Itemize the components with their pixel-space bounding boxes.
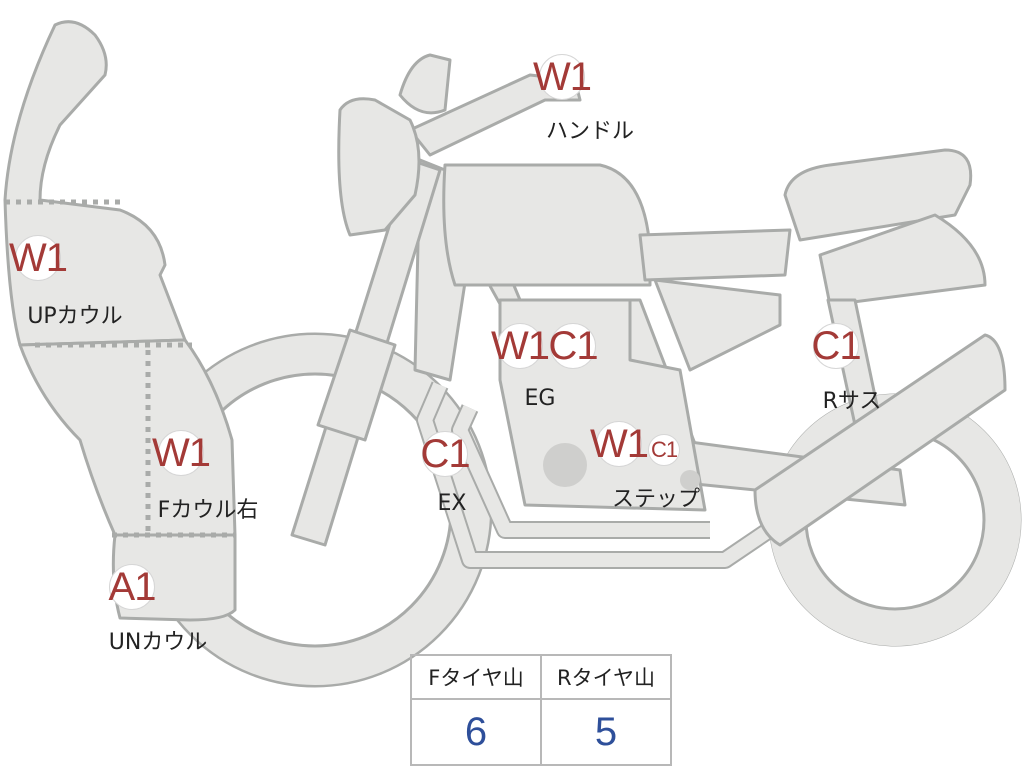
tail-cowl: [818, 213, 987, 307]
marker-handlebar: W1: [533, 54, 592, 100]
label-front-cowl-right: Fカウル右: [157, 498, 259, 523]
marker-engine-c1: C1: [548, 323, 599, 369]
marker-engine-w1-code: W1: [491, 324, 550, 368]
rear-tire-tread-value: 5: [540, 698, 672, 766]
marker-upper-cowl: W1: [9, 235, 68, 281]
footpeg-mount: [680, 470, 700, 490]
tire-tread-value-row: 6 5: [410, 698, 672, 766]
label-step: ステップ: [611, 487, 701, 512]
marker-step-c1-code: C1: [650, 437, 678, 462]
headlight: [337, 97, 421, 237]
marker-exhaust-code: C1: [420, 432, 470, 476]
rear-tire-tread-header: Rタイヤ山: [540, 654, 672, 700]
marker-under-cowl: A1: [108, 564, 157, 610]
side-cover: [653, 278, 782, 372]
label-under-cowl: UNカウル: [108, 630, 208, 655]
label-engine: EG: [524, 386, 556, 411]
marker-front-cowl-right: W1: [152, 430, 211, 476]
label-rear-suspension: Rサス: [822, 389, 882, 414]
muffler: [753, 333, 1007, 547]
marker-step-w1: W1: [590, 421, 649, 467]
label-handlebar: ハンドル: [545, 119, 635, 144]
tire-tread-header-row: Fタイヤ山 Rタイヤ山: [410, 654, 672, 700]
handlebar: [408, 73, 582, 157]
front-tire-tread-value: 6: [410, 698, 542, 766]
label-upper-cowl: UPカウル: [27, 304, 123, 329]
marker-front-cowl-right-code: W1: [152, 431, 211, 475]
marker-step-w1-code: W1: [590, 422, 649, 466]
marker-step-c1: C1: [648, 434, 680, 466]
fork-guard: [316, 328, 397, 442]
front-cowl-right: [18, 338, 237, 537]
mirror: [398, 53, 452, 115]
marker-engine-w1: W1: [491, 323, 550, 369]
upper-cowl: [3, 20, 187, 347]
label-exhaust: EX: [437, 491, 467, 516]
marker-engine-c1-code: C1: [548, 324, 598, 368]
marker-under-cowl-code: A1: [108, 565, 157, 609]
front-seat: [638, 228, 792, 282]
marker-rear-suspension: C1: [811, 323, 862, 369]
marker-exhaust: C1: [420, 431, 471, 477]
marker-handlebar-code: W1: [533, 55, 592, 99]
engine-cover: [543, 443, 587, 487]
tire-tread-table: Fタイヤ山 Rタイヤ山 6 5: [410, 654, 672, 766]
marker-rear-suspension-code: C1: [811, 324, 861, 368]
front-tire-tread-header: Fタイヤ山: [410, 654, 542, 700]
marker-upper-cowl-code: W1: [9, 236, 68, 280]
fuel-tank: [442, 163, 652, 287]
